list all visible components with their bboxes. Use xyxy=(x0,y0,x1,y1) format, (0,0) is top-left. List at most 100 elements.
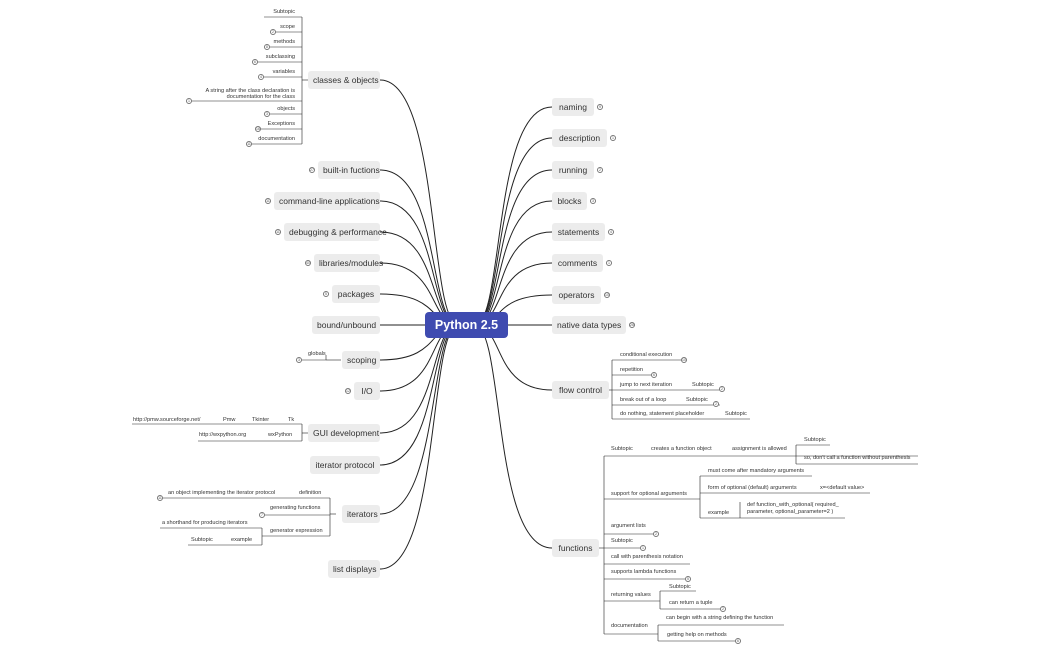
func-help-methods[interactable]: getting help on methods xyxy=(667,632,727,638)
class-sub-c2-badge[interactable]: 8 xyxy=(264,44,270,50)
func-subtopic-0[interactable]: Subtopic xyxy=(611,446,633,452)
class-sub-c3-badge[interactable]: 6 xyxy=(252,59,258,65)
topic-debug[interactable]: debugging & performance xyxy=(284,223,387,241)
comments-count-badge[interactable]: 1 xyxy=(606,260,612,266)
class-sub-c3[interactable]: subclassing xyxy=(265,54,295,60)
flow-f2-subtopic[interactable]: Subtopic xyxy=(692,382,714,388)
func-returning-values[interactable]: returning values xyxy=(611,592,651,598)
class-sub-c8-badge[interactable]: 11 xyxy=(246,141,252,147)
topic-comments[interactable]: comments xyxy=(552,254,603,272)
class-sub-c1-badge[interactable]: 2 xyxy=(270,29,276,35)
func-lambda-badge[interactable]: 5 xyxy=(685,576,691,582)
globals-count-badge[interactable]: 3 xyxy=(296,357,302,363)
cli-count-badge[interactable]: 11 xyxy=(265,198,271,204)
class-sub-c4[interactable]: variables xyxy=(272,69,295,75)
topic-builtin[interactable]: built-in fuctions xyxy=(318,161,380,179)
topic-flow[interactable]: flow control xyxy=(552,381,609,399)
native-count-badge[interactable]: 28 xyxy=(629,322,635,328)
statements-count-badge[interactable]: 4 xyxy=(608,229,614,235)
func-subtopic-3[interactable]: Subtopic xyxy=(611,538,633,544)
topic-scoping[interactable]: scoping xyxy=(342,351,380,369)
func-return-subtopic[interactable]: Subtopic xyxy=(669,584,691,590)
class-doc-string-text[interactable]: A string after the class declaration is xyxy=(205,88,295,94)
class-sub-c7[interactable]: Exceptions xyxy=(267,121,295,127)
running-count-badge[interactable]: 2 xyxy=(597,167,603,173)
func-example-code-2[interactable]: parameter, optional_parameter=2 ) xyxy=(747,509,834,515)
func-subtopic-leaf[interactable]: Subtopic xyxy=(804,437,826,443)
topic-gui[interactable]: GUI development xyxy=(308,424,380,442)
func-doc-string[interactable]: can begin with a string defining the fun… xyxy=(666,615,774,621)
class-doc-badge[interactable]: 1 xyxy=(186,98,192,104)
operators-count-badge[interactable]: 10 xyxy=(604,292,610,298)
func-assignment-allowed[interactable]: assignment is allowed xyxy=(732,446,787,452)
iter-example[interactable]: example xyxy=(231,537,253,543)
func-argument-lists[interactable]: argument lists xyxy=(611,523,646,529)
gui-pmw[interactable]: Pmw xyxy=(223,417,236,423)
topic-classes[interactable]: classes & objects xyxy=(308,71,380,89)
flow-f3[interactable]: break out of a loop xyxy=(620,397,667,403)
class-sub-c7-badge[interactable]: 16 xyxy=(255,126,261,132)
topic-libs[interactable]: libraries/modules xyxy=(314,254,383,272)
class-doc-string-text-2[interactable]: documentation for the class xyxy=(226,94,295,100)
topic-blocks[interactable]: blocks xyxy=(552,192,587,210)
flow-f4-subtopic[interactable]: Subtopic xyxy=(725,411,747,417)
flow-f2[interactable]: jump to next iteration xyxy=(620,382,672,388)
topic-statements[interactable]: statements xyxy=(552,223,605,241)
iter-generating-functions[interactable]: generating functions xyxy=(270,505,321,511)
class-sub-c8[interactable]: documentation xyxy=(258,136,295,142)
func-return-tuple[interactable]: can return a tuple xyxy=(669,600,713,606)
topic-operators[interactable]: operators xyxy=(552,286,601,304)
debug-count-badge[interactable]: 11 xyxy=(275,229,281,235)
func-optional-arguments[interactable]: support for optional arguments xyxy=(611,491,687,497)
class-sub-c6-badge[interactable]: 3 xyxy=(264,111,270,117)
libs-count-badge[interactable]: 40 xyxy=(305,260,311,266)
flow-f2-badge[interactable]: 2 xyxy=(719,386,725,392)
topic-listdisp[interactable]: list displays xyxy=(328,560,380,578)
func-default-form[interactable]: form of optional (default) arguments xyxy=(708,485,797,491)
topic-cli[interactable]: command-line applications xyxy=(274,192,380,210)
topic-naming[interactable]: naming xyxy=(552,98,594,116)
flow-f4[interactable]: do nothing, statement placeholder xyxy=(620,411,705,417)
class-sub-c0[interactable]: Subtopic xyxy=(273,9,295,15)
topic-iterators[interactable]: iterators xyxy=(342,505,380,523)
scoping-globals[interactable]: globals xyxy=(308,351,326,357)
io-count-badge[interactable]: 12 xyxy=(345,388,351,394)
func-documentation[interactable]: documentation xyxy=(611,623,648,629)
func-help-badge[interactable]: 6 xyxy=(735,638,741,644)
description-count-badge[interactable]: 1 xyxy=(610,135,616,141)
func-subtopic-badge[interactable]: 1 xyxy=(640,545,646,551)
iter-generator-expression[interactable]: generator expression xyxy=(270,528,323,534)
flow-f0[interactable]: conditional execution xyxy=(620,352,673,358)
topic-packages[interactable]: packages xyxy=(332,285,380,303)
topic-iterproto[interactable]: iterator protocol xyxy=(310,456,380,474)
builtin-count-badge[interactable]: 27 xyxy=(309,167,315,173)
iter-shorthand-text[interactable]: a shorthand for producing iterators xyxy=(162,520,248,526)
class-sub-c1[interactable]: scope xyxy=(280,24,295,30)
iter-generating-badge[interactable]: 7 xyxy=(259,512,265,518)
func-example-code-1[interactable]: def function_with_optional( required_ xyxy=(747,502,839,508)
gui-pmw-url[interactable]: http://pmw.sourceforge.net/ xyxy=(133,417,201,423)
blocks-count-badge[interactable]: 3 xyxy=(590,198,596,204)
class-sub-c2[interactable]: methods xyxy=(273,39,295,45)
topic-description[interactable]: description xyxy=(552,129,607,147)
flow-f3-badge[interactable]: 2 xyxy=(713,401,719,407)
gui-wxpython-url[interactable]: http://wxpython.org xyxy=(199,432,247,438)
iter-definition[interactable]: definition xyxy=(299,490,322,496)
func-no-parenthesis[interactable]: so, don't call a function without parent… xyxy=(804,455,911,461)
flow-f3-subtopic[interactable]: Subtopic xyxy=(686,397,708,403)
func-creates-object[interactable]: creates a function object xyxy=(651,446,712,452)
gui-tk[interactable]: Tk xyxy=(288,417,295,423)
func-example[interactable]: example xyxy=(708,510,730,516)
gui-tkinter[interactable]: Tkinter xyxy=(252,417,270,423)
flow-f1-badge[interactable]: 6 xyxy=(651,372,657,378)
func-after-mandatory[interactable]: must come after mandatory arguments xyxy=(708,468,805,474)
packages-count-badge[interactable]: 5 xyxy=(323,291,329,297)
func-arglist-badge[interactable]: 2 xyxy=(653,531,659,537)
topic-native[interactable]: native data types xyxy=(552,316,626,334)
topic-bound[interactable]: bound/unbound xyxy=(312,316,380,334)
func-tuple-badge[interactable]: 2 xyxy=(720,606,726,612)
root-topic[interactable]: Python 2.5 xyxy=(425,312,508,338)
flow-f1[interactable]: repetition xyxy=(620,367,644,373)
func-call-parenthesis[interactable]: call with parenthesis notation xyxy=(611,554,683,560)
gui-wxpython[interactable]: wxPython xyxy=(268,432,293,438)
